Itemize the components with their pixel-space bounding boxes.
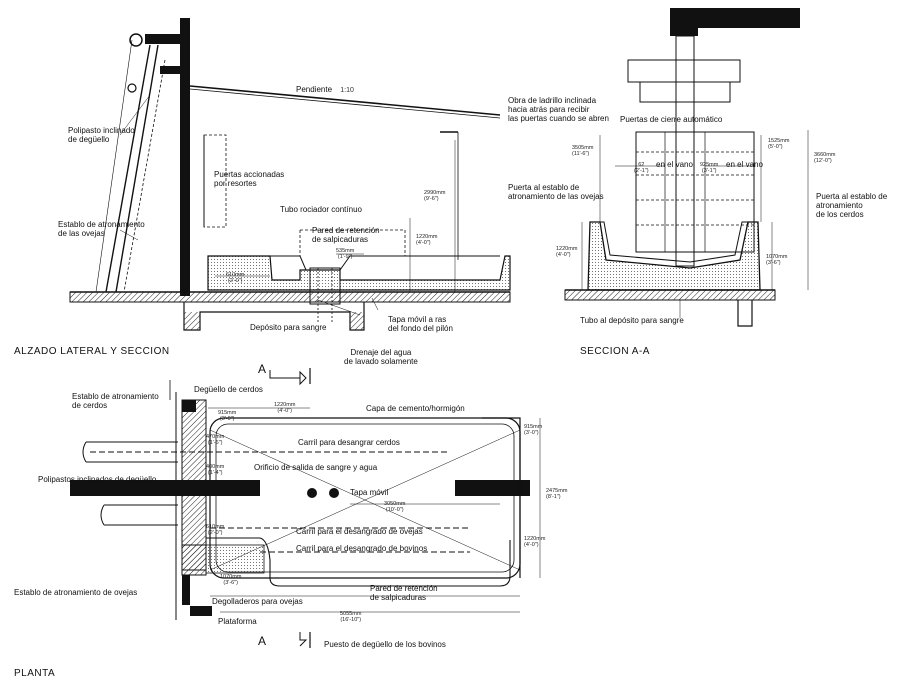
slope-label: Pendiente 1:10 <box>296 85 354 94</box>
elevation-main-post <box>180 18 190 296</box>
blood-tank-label: Depósito para sangre <box>250 323 327 332</box>
plan-sheep-pen <box>205 544 265 574</box>
cement-layer-label: Capa de cemento/hormigón <box>366 404 465 413</box>
pig-rail-label: Carril para desangrar cerdos <box>298 438 400 447</box>
hoist-bar-left <box>70 480 260 496</box>
elevation-drawing <box>69 18 511 331</box>
hoist-mid-bracket <box>160 66 180 74</box>
blood-outlet <box>307 488 317 498</box>
dim-470: 470mm(1'-6") <box>206 434 225 446</box>
hoist-top-bracket <box>145 34 181 44</box>
in-gap-left-label: en el vano <box>656 160 693 169</box>
plan-drawing <box>70 368 541 648</box>
movable-lid <box>329 488 339 498</box>
dim-400: 400mm(1'-4") <box>206 464 225 476</box>
platform-label: Plataforma <box>218 617 257 626</box>
in-gap-right-label: en el vano <box>726 160 763 169</box>
plan-lid-label: Tapa móvil <box>350 488 389 497</box>
sheep-cutters-label: Degolladeros para ovejas <box>212 597 303 606</box>
slope-value: 1:10 <box>340 87 354 94</box>
blood-tube-label: Tubo al depósito para sangre <box>580 316 684 325</box>
cattle-rail-label: Carril para el desangrado de bovinos <box>296 544 428 553</box>
section-ground <box>564 289 776 301</box>
plan-title: PLANTA <box>14 668 56 679</box>
section-trough <box>587 221 761 291</box>
dim-5055: 5055mm(16'-10") <box>340 611 362 623</box>
dim-925: 925mm(3'-1") <box>700 162 719 174</box>
hoist-bar-right <box>455 480 530 496</box>
auto-doors-label: Puertas de cierre automático <box>620 115 723 124</box>
hoist-pulley <box>129 33 143 47</box>
dim-610-elevation: 610mm(2'-0") <box>226 272 245 284</box>
spray-pipe-label: Tubo rociador contínuo <box>280 205 362 214</box>
dim-3505: 3505mm(11'-6") <box>572 145 594 157</box>
dim-915-b: 915mm(3'-0") <box>524 424 543 436</box>
blood-outlet-label: Orificio de salida de sangre y agua <box>254 463 378 472</box>
dim-3660: 3660mm(12'-0") <box>814 152 836 164</box>
section-arrow-top <box>269 370 307 386</box>
dim-1220-a: 1220mm(4'-0") <box>274 402 296 414</box>
dim-1220-elevation: 1220mm(4'-0") <box>416 234 438 246</box>
section-title: SECCION A-A <box>580 346 650 357</box>
dim-2475: 2475mm(8'-1") <box>546 488 568 500</box>
elevation-ground <box>69 291 511 303</box>
dim-1525: 1525mm(5'-0") <box>768 138 790 150</box>
section-top-slab <box>670 8 800 28</box>
elevation-title: ALZADO LATERAL Y SECCION <box>14 346 170 357</box>
pig-slaughter-label: Degüello de cerdos <box>194 385 263 394</box>
dim-915-a: 915mm(3'-0") <box>218 410 237 422</box>
section-arrow-bottom <box>299 632 308 647</box>
section-drawing <box>564 8 809 327</box>
elevation-trough <box>207 255 511 291</box>
dim-3050: 3050mm(10'-0") <box>384 501 406 513</box>
dim-1070-plan: 1070mm(3'-6") <box>220 574 242 586</box>
plan-splash-wall <box>206 537 511 587</box>
dim-1220-b: 1220mm(4'-0") <box>524 536 546 548</box>
sheep-rail-label: Carril para el desangrado de ovejas <box>296 527 423 536</box>
dim-535: 535mm(1'-9") <box>336 248 355 260</box>
section-central-post <box>675 35 695 267</box>
cattle-post-label: Puesto de degüello de los bovinos <box>324 640 446 649</box>
slope-pipe <box>189 85 501 116</box>
blood-tank <box>309 267 341 305</box>
dim-1070-section: 1070mm(3'-6") <box>766 254 788 266</box>
section-mark-bottom: A <box>258 634 267 648</box>
plan-sheep-stun-label: Establo de atronamiento de ovejas <box>14 588 138 597</box>
auto-doors <box>635 131 755 253</box>
dim-1220-section: 1220mm(4'-0") <box>556 246 578 258</box>
dim-62: 62(2'-1") <box>634 162 649 174</box>
dim-2990: 2990mm(9'-6") <box>424 190 446 202</box>
section-mark-top: A <box>258 362 267 376</box>
hoists-label: Polipastos inclinados de degüello <box>38 475 157 484</box>
dim-610-plan: 610mm(2'-0") <box>206 524 225 536</box>
